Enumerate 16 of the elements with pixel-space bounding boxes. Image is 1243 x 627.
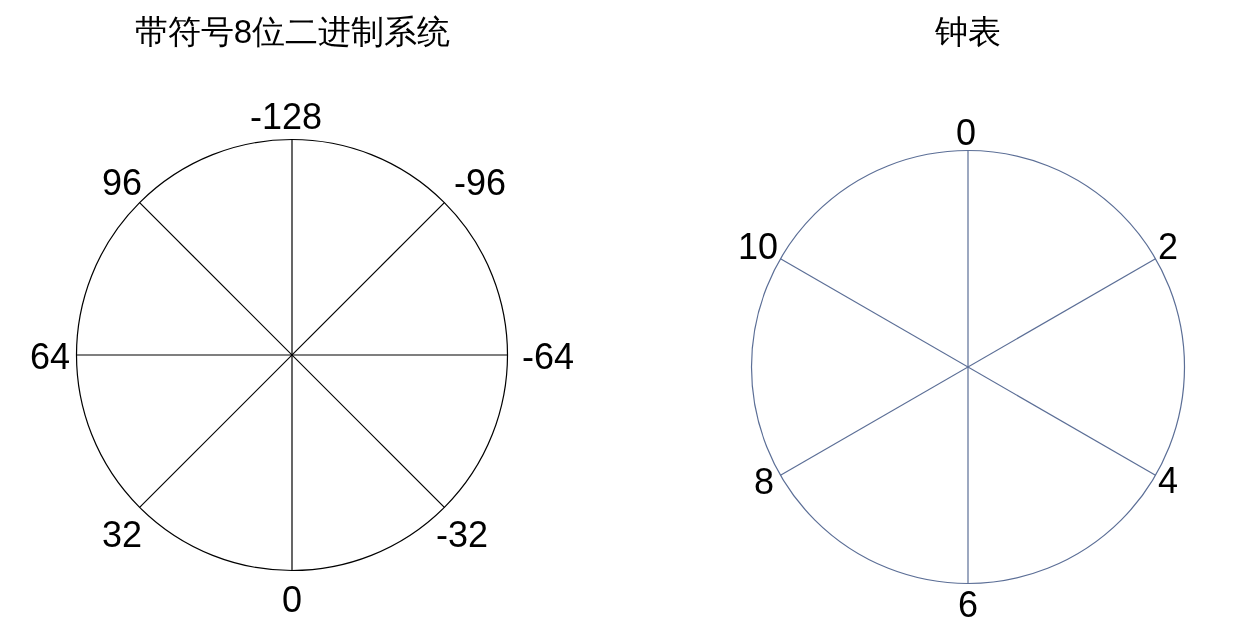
tick-label: 10 [738, 227, 778, 267]
tick-label: -96 [454, 163, 506, 203]
tick-label: 0 [282, 580, 302, 620]
tick-label: 0 [956, 113, 976, 153]
diagram-heading: 钟表 [933, 12, 1002, 52]
tick-label: 64 [30, 337, 70, 377]
tick-label: 4 [1158, 461, 1178, 501]
tick-label: 32 [102, 515, 142, 555]
tick-label: -64 [522, 337, 574, 377]
diagram-heading: 带符号8位二进制系统 [133, 12, 452, 52]
tick-label: -128 [249, 97, 323, 137]
tick-label: -32 [436, 515, 488, 555]
tick-label: 96 [102, 163, 142, 203]
tick-label: 8 [754, 462, 774, 502]
tick-label: 6 [958, 585, 978, 625]
tick-label: 2 [1158, 227, 1178, 267]
